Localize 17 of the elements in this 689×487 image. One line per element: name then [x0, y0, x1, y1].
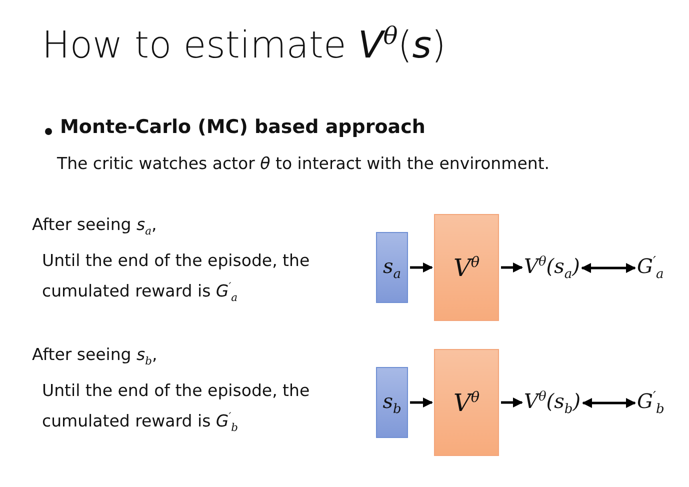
input-box: s$_{b}$: [376, 367, 408, 438]
math-term: V$^{θ}$(s$_{a}$): [524, 253, 580, 283]
math-term: V$^{θ}$(s$_{b}$): [524, 388, 580, 418]
arrow: [582, 398, 636, 408]
bullet-heading: Monte-Carlo (MC) based approach: [60, 116, 426, 138]
observation-text: After seeing s$_{a}$,: [32, 214, 158, 240]
model-box: V$^{θ}$: [434, 214, 499, 321]
input-box: s$_{a}$: [376, 232, 408, 303]
arrow: [581, 263, 636, 273]
arrow: [410, 262, 433, 272]
arrow: [410, 398, 433, 408]
arrow: [501, 398, 523, 408]
model-box: V$^{θ}$: [434, 349, 499, 456]
slide-title: How to estimate V$^{θ}$(s): [42, 22, 446, 66]
description-text: The critic watches actor θ to interact with the environment.: [57, 154, 550, 173]
observation-text: After seeing s$_{b}$,: [32, 344, 158, 370]
arrow: [501, 262, 523, 272]
